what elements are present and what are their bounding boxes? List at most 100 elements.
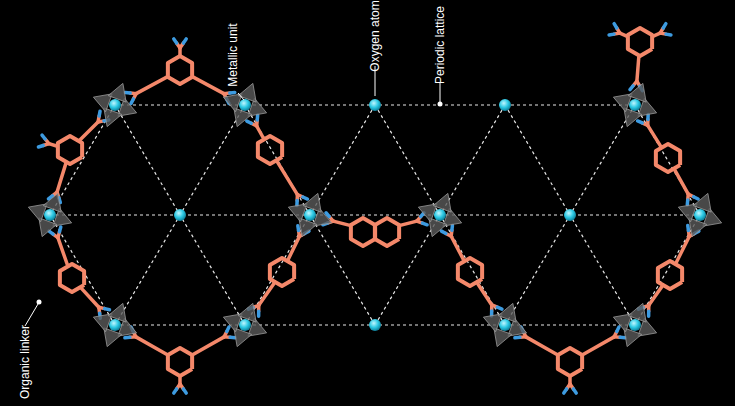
- bond: [192, 77, 224, 94]
- lattice-line: [50, 215, 115, 325]
- tetrahedron: [498, 303, 516, 322]
- organic-linker: [38, 111, 108, 202]
- tetrahedron: [494, 328, 512, 347]
- tetrahedron: [223, 94, 242, 112]
- lattice-line: [115, 215, 180, 325]
- bond: [174, 39, 177, 43]
- bond: [400, 221, 417, 225]
- tetrahedron: [238, 83, 256, 102]
- organic-linker: [248, 226, 309, 317]
- tetrahedron: [39, 218, 57, 237]
- organic-linkers: [38, 24, 698, 393]
- bond: [105, 309, 110, 310]
- bond: [686, 200, 690, 205]
- lattice-line: [50, 214, 700, 215]
- bond: [125, 336, 130, 340]
- oxygen-atom: [694, 209, 706, 221]
- bond: [230, 336, 235, 340]
- bond: [609, 32, 614, 36]
- tetrahedron: [429, 218, 447, 237]
- bond: [59, 227, 60, 232]
- lattice-line: [310, 215, 375, 325]
- metallic-unit: [483, 303, 526, 346]
- lattice-line: [180, 215, 245, 325]
- benzene-ring: [168, 56, 192, 84]
- bond: [666, 32, 671, 36]
- tetrahedron: [624, 328, 642, 347]
- bond: [80, 122, 98, 140]
- oxygen-atom: [369, 99, 381, 111]
- tetrahedron: [703, 208, 722, 226]
- leader-line: [238, 93, 244, 100]
- bond: [663, 24, 666, 28]
- tetrahedron: [313, 208, 332, 226]
- callout-label: Organic linker: [18, 325, 32, 399]
- bond: [81, 288, 98, 307]
- lattice-line: [180, 105, 245, 215]
- tetrahedron: [638, 318, 657, 336]
- bond: [227, 327, 229, 331]
- tetrahedron: [28, 204, 47, 222]
- tetrahedron: [613, 94, 632, 112]
- bond: [614, 24, 617, 28]
- bond: [257, 126, 264, 138]
- bond: [573, 389, 576, 393]
- periodic-lattice: [50, 105, 700, 325]
- tetrahedron: [104, 108, 122, 127]
- metallic-unit: [93, 303, 136, 346]
- oxygen-atom: [44, 209, 56, 221]
- oxygen-atom: [304, 209, 316, 221]
- lattice-line: [505, 105, 570, 215]
- bond: [676, 236, 689, 262]
- bond: [422, 223, 427, 225]
- metallic-unit: [28, 193, 71, 236]
- bond: [675, 170, 688, 194]
- tetrahedron: [223, 314, 242, 332]
- tetrahedron: [238, 303, 256, 322]
- bond: [617, 327, 619, 331]
- tetrahedron: [418, 204, 437, 222]
- oxygen-atom: [629, 319, 641, 331]
- metallic-unit: [288, 193, 331, 236]
- lattice-line: [310, 105, 375, 215]
- benzene-ring: [656, 144, 680, 172]
- tetrahedron: [93, 314, 112, 332]
- leader-line: [440, 82, 441, 102]
- tetrahedron: [108, 83, 126, 102]
- callout-label: Periodic lattice: [433, 6, 447, 84]
- bond: [648, 125, 661, 146]
- oxygen-atom: [499, 99, 511, 111]
- benzene-ring: [351, 218, 375, 246]
- tetrahedron: [288, 204, 307, 222]
- bond: [192, 337, 224, 355]
- tetrahedron: [43, 193, 61, 212]
- bond: [649, 286, 662, 305]
- bond: [478, 284, 492, 305]
- bond: [638, 121, 643, 123]
- oxygen-atom: [109, 319, 121, 331]
- bond: [451, 236, 463, 259]
- tetrahedron: [299, 218, 317, 237]
- lattice-line: [440, 105, 505, 215]
- callout-label: Metallic unit: [226, 23, 240, 86]
- tetrahedron: [234, 108, 252, 127]
- bond: [230, 91, 235, 95]
- bond: [497, 307, 502, 309]
- tetrahedron: [693, 193, 711, 212]
- tetrahedron: [248, 318, 267, 336]
- benzene-ring: [628, 28, 652, 56]
- leader-dot: [37, 300, 42, 305]
- lattice-line: [635, 105, 700, 215]
- oxygen-atom: [629, 99, 641, 111]
- tetrahedron: [508, 318, 527, 336]
- oxygen-atom: [239, 99, 251, 111]
- benzene-ring: [558, 348, 582, 376]
- benzene-ring: [458, 258, 482, 286]
- bond: [183, 389, 186, 393]
- bond: [694, 197, 698, 199]
- bond: [49, 231, 53, 234]
- benzene-ring: [375, 218, 399, 246]
- oxygen-atom: [239, 319, 251, 331]
- bond: [58, 238, 67, 265]
